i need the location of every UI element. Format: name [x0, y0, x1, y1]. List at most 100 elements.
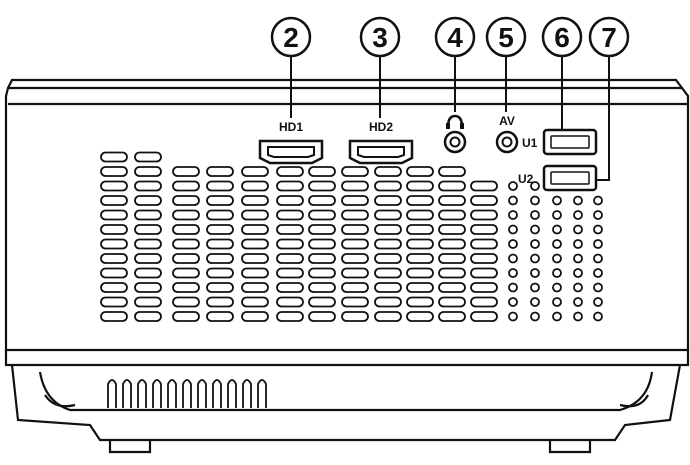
callout-3: 3 [359, 16, 401, 58]
vent-slot [374, 282, 402, 293]
vent-hole [573, 195, 583, 206]
vent-slot [241, 166, 269, 177]
vent-hole [508, 239, 518, 249]
vent-hole [573, 268, 583, 278]
vent-slot [438, 238, 466, 250]
vent-slot [308, 253, 336, 264]
vent-slot [470, 253, 498, 264]
vent-slot [341, 180, 369, 192]
vent-slot [134, 195, 162, 206]
usb2-label: U2 [518, 172, 534, 186]
vent-grille [100, 151, 603, 322]
base-vent-slot [182, 379, 192, 408]
vent-slot [374, 166, 402, 177]
callout-3-number: 3 [372, 22, 388, 53]
vent-hole [508, 195, 518, 206]
vent-slot [241, 296, 269, 308]
usb2-port [542, 164, 598, 192]
vent-slot [134, 238, 162, 250]
vent-slot [134, 166, 162, 177]
vent-hole [552, 297, 562, 307]
vent-slot [100, 180, 128, 192]
av-label: AV [499, 114, 515, 128]
vent-slot [206, 209, 234, 221]
vent-slot [406, 282, 434, 293]
vent-slot [470, 296, 498, 308]
vent-slot [100, 166, 128, 177]
vent-slot [308, 209, 336, 221]
vent-hole [552, 239, 562, 249]
vent-slot [308, 180, 336, 192]
vent-slot [134, 209, 162, 221]
vent-slot [100, 253, 128, 264]
base-vent-slot [212, 379, 222, 408]
vent-hole [552, 224, 562, 235]
vent-slot [374, 195, 402, 206]
vent-hole [552, 268, 562, 278]
vent-hole [593, 239, 603, 249]
vent-slot [341, 282, 369, 293]
vent-slot [308, 267, 336, 279]
vent-slot [100, 282, 128, 293]
vent-hole [508, 311, 518, 322]
vent-slot [374, 311, 402, 322]
vent-slot [100, 311, 128, 322]
vent-slot [172, 238, 200, 250]
vent-hole [573, 239, 583, 249]
vent-slot [100, 238, 128, 250]
vent-slot [406, 166, 434, 177]
vent-slot [341, 195, 369, 206]
hdmi2-label: HD2 [369, 120, 393, 134]
callout-5-number: 5 [498, 22, 514, 53]
vent-slot [438, 253, 466, 264]
vent-hole [552, 253, 562, 264]
vent-hole [552, 282, 562, 293]
vent-hole [593, 282, 603, 293]
vent-slot [206, 195, 234, 206]
vent-slot [100, 267, 128, 279]
vent-hole [552, 195, 562, 206]
vent-slot [241, 195, 269, 206]
base-vent-slot [122, 379, 132, 408]
vent-slot [374, 180, 402, 192]
vent-hole [573, 311, 583, 322]
base-vent-slot [152, 379, 162, 408]
vent-slot [206, 296, 234, 308]
vent-slot [470, 209, 498, 221]
vent-slot [341, 238, 369, 250]
vent-hole [552, 210, 562, 220]
vent-slot [172, 209, 200, 221]
vent-slot [470, 282, 498, 293]
vent-slot [134, 253, 162, 264]
vent-slot [374, 253, 402, 264]
vent-slot [438, 267, 466, 279]
vent-slot [308, 224, 336, 235]
vent-slot [172, 296, 200, 308]
vent-hole [530, 311, 540, 322]
vent-slot [341, 311, 369, 322]
vent-slot [241, 209, 269, 221]
vent-slot [308, 238, 336, 250]
headphone-icon [446, 114, 464, 129]
vent-slot [438, 180, 466, 192]
vent-slot [206, 224, 234, 235]
vent-slot [341, 209, 369, 221]
vent-slot [374, 267, 402, 279]
base-vents [107, 379, 267, 408]
vent-slot [134, 282, 162, 293]
vent-slot [134, 224, 162, 235]
vent-hole [552, 311, 562, 322]
vent-slot [276, 267, 304, 279]
vent-hole [508, 297, 518, 307]
vent-slot [438, 296, 466, 308]
projector-body [4, 78, 690, 454]
vent-slot [308, 296, 336, 308]
vent-slot [438, 195, 466, 206]
vent-slot [276, 311, 304, 322]
usb1-label: U1 [522, 136, 538, 150]
vent-hole [508, 253, 518, 264]
vent-slot [308, 282, 336, 293]
vent-slot [341, 296, 369, 308]
vent-hole [530, 195, 540, 206]
callout-leaders [290, 56, 610, 181]
